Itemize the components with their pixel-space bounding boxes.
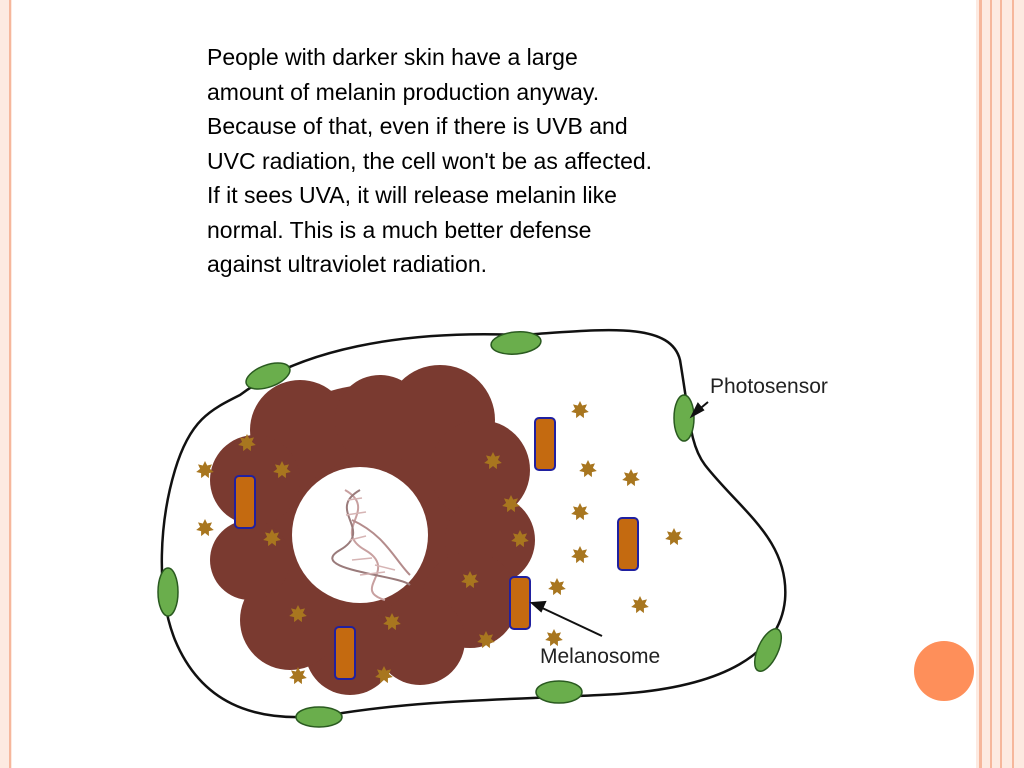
photosensor — [295, 706, 343, 728]
melanin-granule — [238, 434, 256, 452]
text-line: People with darker skin have a large — [207, 44, 578, 70]
melanin-granule — [631, 596, 649, 614]
text-line: amount of melanin production anyway. — [207, 78, 600, 105]
slide-body-text: People with darker skin have a large amo… — [207, 40, 777, 282]
text-line: If it sees UVA, it will release melanin … — [207, 182, 617, 208]
melanosome — [234, 475, 256, 529]
decorative-circle — [914, 641, 974, 701]
melanosome — [534, 417, 556, 471]
label-arrows — [529, 401, 709, 637]
photosensor — [245, 362, 291, 390]
melanin-granule — [665, 528, 683, 546]
photosensor — [753, 627, 783, 673]
right-border-decoration — [976, 0, 1024, 768]
melanin-granule — [461, 571, 479, 589]
melanin-granule — [383, 613, 401, 631]
melanin-granule — [289, 605, 307, 623]
text-line: against ultraviolet radiation. — [207, 251, 487, 277]
melanin-granules — [196, 401, 683, 685]
melanosomes — [234, 417, 639, 680]
melanin-granule — [579, 460, 597, 478]
photosensor — [157, 567, 179, 617]
text-line: normal. This is a much better defense — [207, 216, 592, 243]
melanin-granule — [571, 401, 589, 419]
melanin-granule — [196, 519, 214, 537]
photosensor — [673, 394, 695, 442]
left-border-decoration — [0, 0, 12, 768]
text-line: Because of that, even if there is UVB an… — [207, 113, 628, 139]
melanosome-label: Melanosome — [540, 645, 660, 668]
melanin-granule — [622, 469, 640, 487]
dna-icon — [331, 489, 411, 601]
melanin-granule — [545, 629, 563, 647]
melanin-granule — [196, 461, 214, 479]
text-line: UVC radiation, the cell won't be as affe… — [207, 147, 653, 174]
melanin-granule — [511, 530, 529, 548]
melanin-granule — [477, 631, 495, 649]
melanosome-arrow — [537, 605, 603, 637]
melanosome — [334, 626, 356, 680]
melanin-granule — [375, 666, 393, 684]
photosensor-label: Photosensor — [710, 375, 828, 398]
melanin-granule — [484, 452, 502, 470]
melanin-granule — [571, 546, 589, 564]
melanin-granule — [273, 461, 291, 479]
melanin-granule — [289, 667, 307, 685]
photosensor — [490, 331, 542, 355]
melanosome — [617, 517, 639, 571]
photosensor — [535, 680, 583, 704]
melanin-granule — [502, 495, 520, 513]
melanosome — [509, 576, 531, 630]
melanin-granule — [263, 529, 281, 547]
melanin-granule — [548, 578, 566, 596]
melanin-granule — [571, 503, 589, 521]
photosensors — [157, 331, 783, 728]
